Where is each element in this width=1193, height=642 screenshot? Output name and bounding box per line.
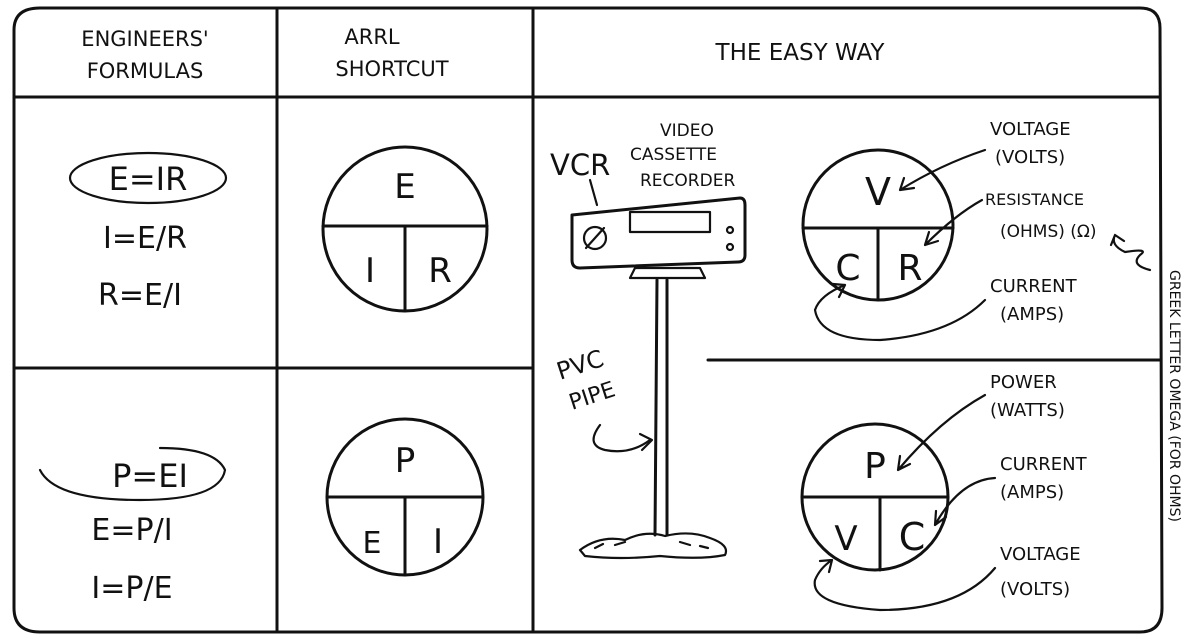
easy-power-top: P — [864, 446, 886, 487]
header-col2-line1: ARRL — [344, 25, 400, 49]
easy-power-label-bottom-2: (VOLTS) — [1000, 579, 1070, 600]
easy-ohm-bottom-left: C — [835, 248, 860, 289]
header-col1-line1: ENGINEERS' — [81, 27, 208, 51]
easy-power-bottom-right: C — [899, 515, 926, 559]
pvc-label-line2: PIPE — [566, 377, 618, 415]
formula-i-pe: I=P/E — [91, 571, 172, 606]
pvc-label-line1: PVC — [553, 344, 607, 385]
arrl-power-top: P — [395, 441, 416, 481]
arrl-ohm-bottom-left: I — [365, 251, 375, 291]
side-note-omega: GREEK LETTER OMEGA (FOR OHMS) — [1166, 270, 1182, 522]
header-col1-line2: FORMULAS — [87, 59, 204, 83]
formula-p-ei: P=EI — [112, 457, 188, 495]
easy-ohm-label-top-2: (VOLTS) — [995, 147, 1065, 168]
formula-e-pi: E=P/I — [91, 513, 172, 548]
vcr-full-line1: VIDEO — [660, 121, 714, 141]
easy-ohm-label-bottom-2: (AMPS) — [1000, 304, 1064, 325]
easy-ohm-label-top-1: VOLTAGE — [990, 119, 1071, 140]
arrl-ohm-circle: E I R — [323, 147, 487, 311]
header-col3: THE EASY WAY — [715, 40, 886, 66]
easy-ohm-label-right-1: RESISTANCE — [985, 190, 1084, 209]
vcr-illustration: VCR VIDEO CASSETTE RECORDER PVC PIPE — [550, 121, 745, 558]
easy-ohm-label-right-2: (OHMS) (Ω) — [1000, 222, 1097, 242]
vcr-full-line3: RECORDER — [640, 171, 735, 191]
easy-power-label-right-2: (AMPS) — [1000, 482, 1064, 503]
easy-power-label-top-2: (WATTS) — [990, 400, 1065, 421]
easy-power-bottom-left: V — [834, 519, 857, 559]
formula-i-er: I=E/R — [103, 221, 187, 256]
arrl-power-bottom-left: E — [363, 526, 382, 561]
formula-r-ei: R=E/I — [98, 278, 182, 313]
easy-ohm-top: V — [865, 170, 891, 214]
arrl-power-circle: P E I — [327, 419, 483, 575]
vcr-full-line2: CASSETTE — [630, 145, 717, 165]
easy-ohm-label-bottom-1: CURRENT — [990, 276, 1078, 297]
easy-power-circle: P V C — [802, 424, 948, 570]
easy-power-label-top-1: POWER — [990, 372, 1057, 393]
arrl-ohm-bottom-right: R — [428, 251, 452, 291]
easy-power-label-bottom-1: VOLTAGE — [1000, 544, 1081, 565]
easy-ohm-bottom-right: R — [897, 248, 922, 289]
arrl-ohm-top: E — [394, 167, 415, 207]
arrl-power-bottom-right: I — [433, 522, 443, 562]
vcr-abbr: VCR — [550, 148, 610, 182]
header-col2-line2: SHORTCUT — [335, 57, 448, 81]
easy-power-label-right-1: CURRENT — [1000, 454, 1088, 475]
formula-e-ir: E=IR — [109, 160, 188, 198]
outer-frame — [14, 8, 1162, 632]
